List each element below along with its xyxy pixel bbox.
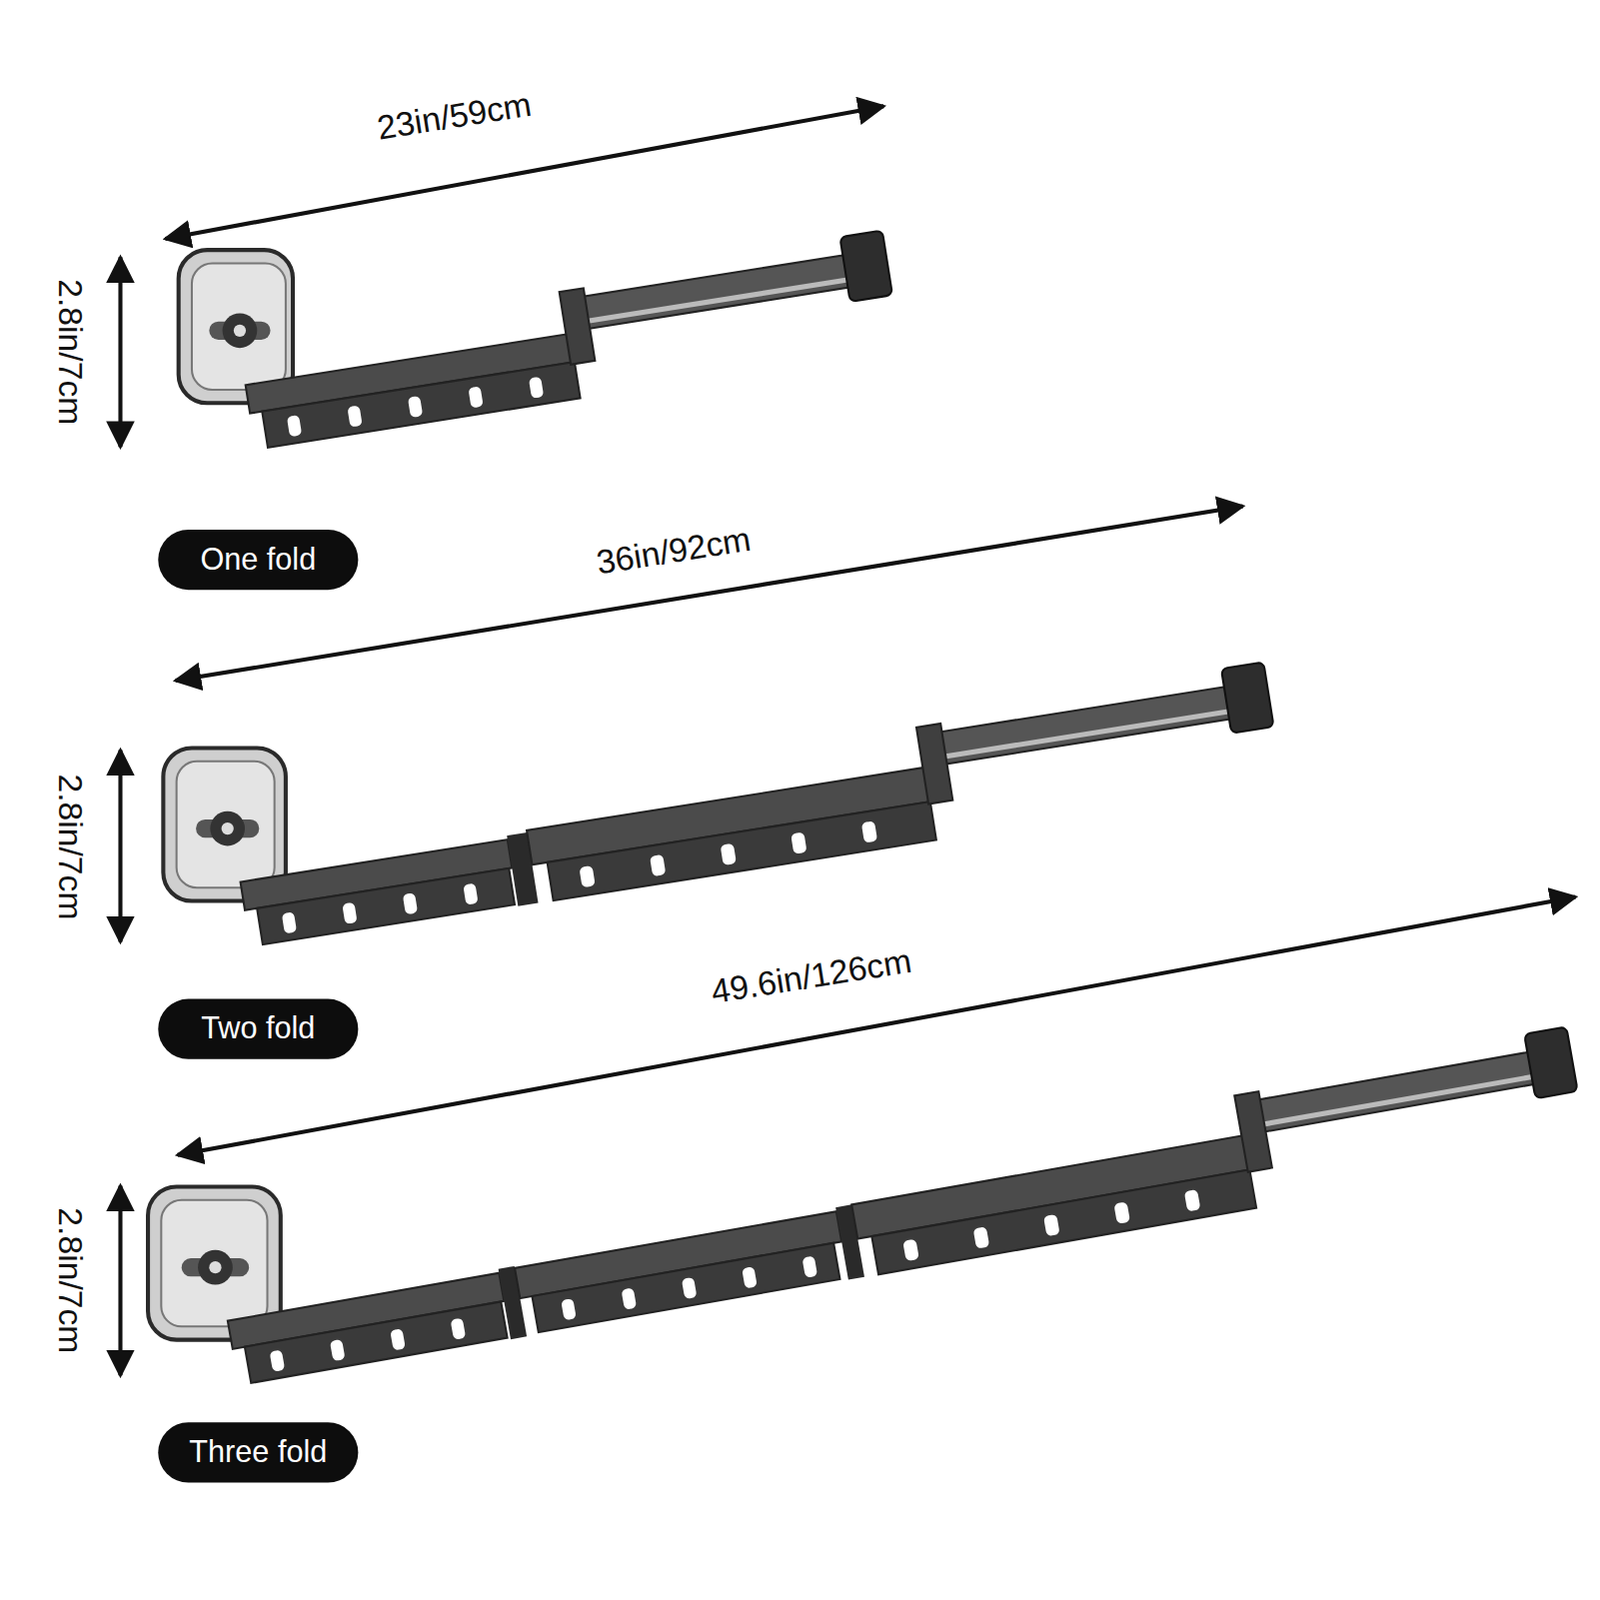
fold-pill: One fold (157, 528, 358, 589)
rack-two-fold (162, 661, 1283, 949)
dimension-label: 23in/59cm (374, 84, 535, 148)
rack-one-fold (178, 230, 902, 450)
dimension-label: 2.8in/7cm (49, 278, 89, 425)
fold-label: Three fold (188, 1435, 327, 1471)
dimension-label: 2.8in/7cm (49, 1207, 89, 1354)
fold-pill: Two fold (157, 998, 358, 1059)
fold-pill: Three fold (157, 1422, 358, 1483)
dimension-arrows (119, 105, 1576, 1376)
dimension-label: 2.8in/7cm (49, 773, 89, 920)
dimension-label: 49.6in/126cm (708, 941, 915, 1012)
rack-three-fold (147, 1026, 1589, 1388)
dimension-label: 36in/92cm (593, 519, 754, 583)
fold-label: One fold (199, 541, 316, 577)
fold-label: Two fold (200, 1011, 315, 1047)
